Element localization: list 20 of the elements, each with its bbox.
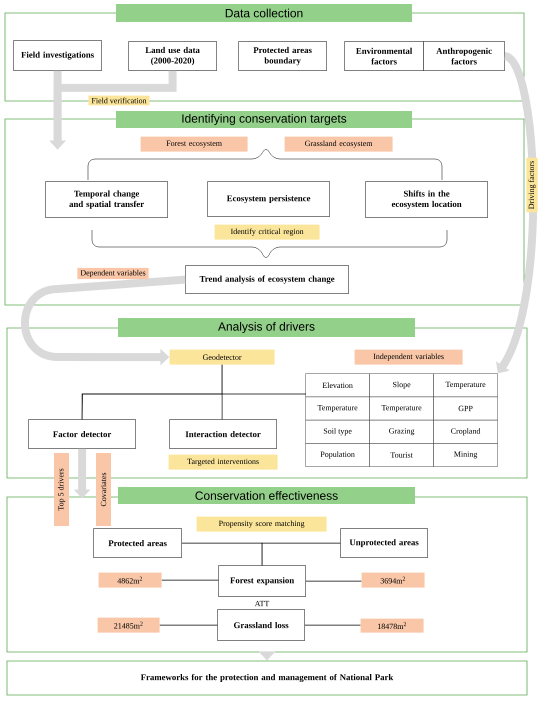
process-box: Trend analysis of ecosystem change: [185, 265, 349, 294]
process-box: Temporal change and spatial transfer: [45, 181, 168, 218]
process-box: Anthropogenic factors: [423, 41, 505, 71]
process-box: Ecosystem persistence: [207, 181, 330, 217]
process-box: Protected areas boundary: [238, 41, 327, 71]
process-box: Forest expansion: [218, 565, 306, 597]
process-box: Environmental factors: [344, 41, 424, 71]
result-box: Frameworks for the protection and management of National Park: [6, 660, 528, 696]
section-header: Identifying conservation targets: [116, 111, 412, 128]
process-box: Grassland loss: [217, 609, 305, 641]
process-box: Land use data (2000-2020): [128, 41, 217, 71]
section-header: Conservation effectiveness: [118, 487, 415, 504]
process-box: Protected areas: [93, 528, 182, 558]
process-box: Field investigations: [13, 40, 102, 71]
process-box: Shifts in the ecosystem location: [365, 181, 488, 218]
process-box: Unprotected areas: [340, 528, 428, 558]
section-header: Analysis of drivers: [118, 318, 415, 337]
section-header: Data collection: [116, 4, 412, 22]
process-box: Factor detector: [28, 419, 136, 449]
process-box: Interaction detector: [169, 419, 277, 449]
